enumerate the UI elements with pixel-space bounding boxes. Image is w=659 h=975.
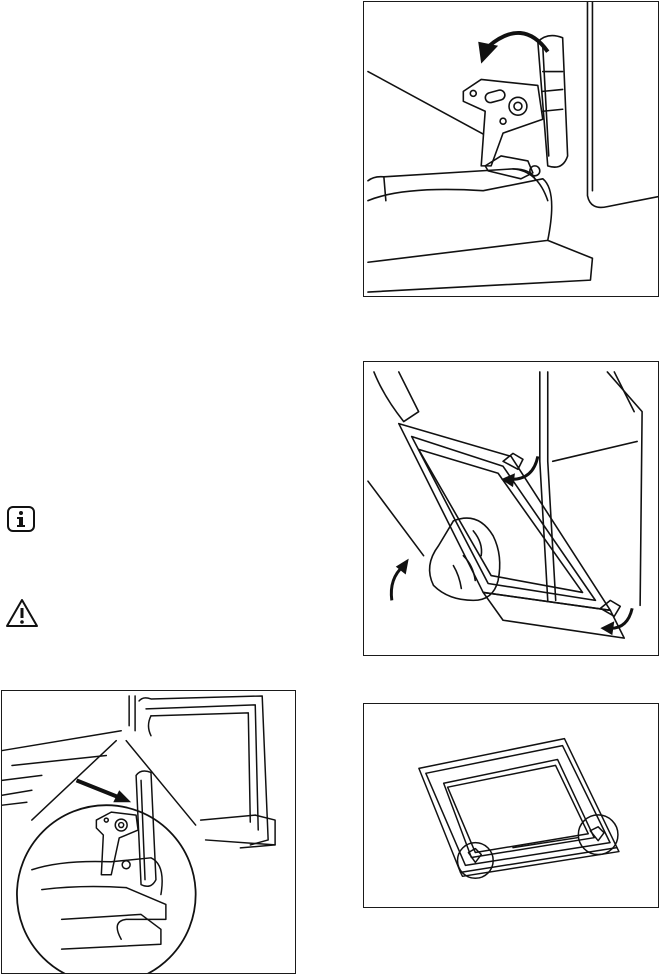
illustration-hinge-lever-rotate xyxy=(363,1,659,297)
warning-icon xyxy=(4,597,40,629)
illustration-hinge-lever-closeup xyxy=(1,690,296,974)
hinge-lever-drawing xyxy=(364,2,658,296)
hinge-closeup-drawing xyxy=(2,691,295,973)
illustration-door-glass-panel-clips xyxy=(363,703,659,908)
info-icon xyxy=(4,504,38,534)
door-glass-drawing xyxy=(364,704,658,907)
door-removal-drawing xyxy=(364,362,658,655)
illustration-remove-door-lift xyxy=(363,361,659,656)
